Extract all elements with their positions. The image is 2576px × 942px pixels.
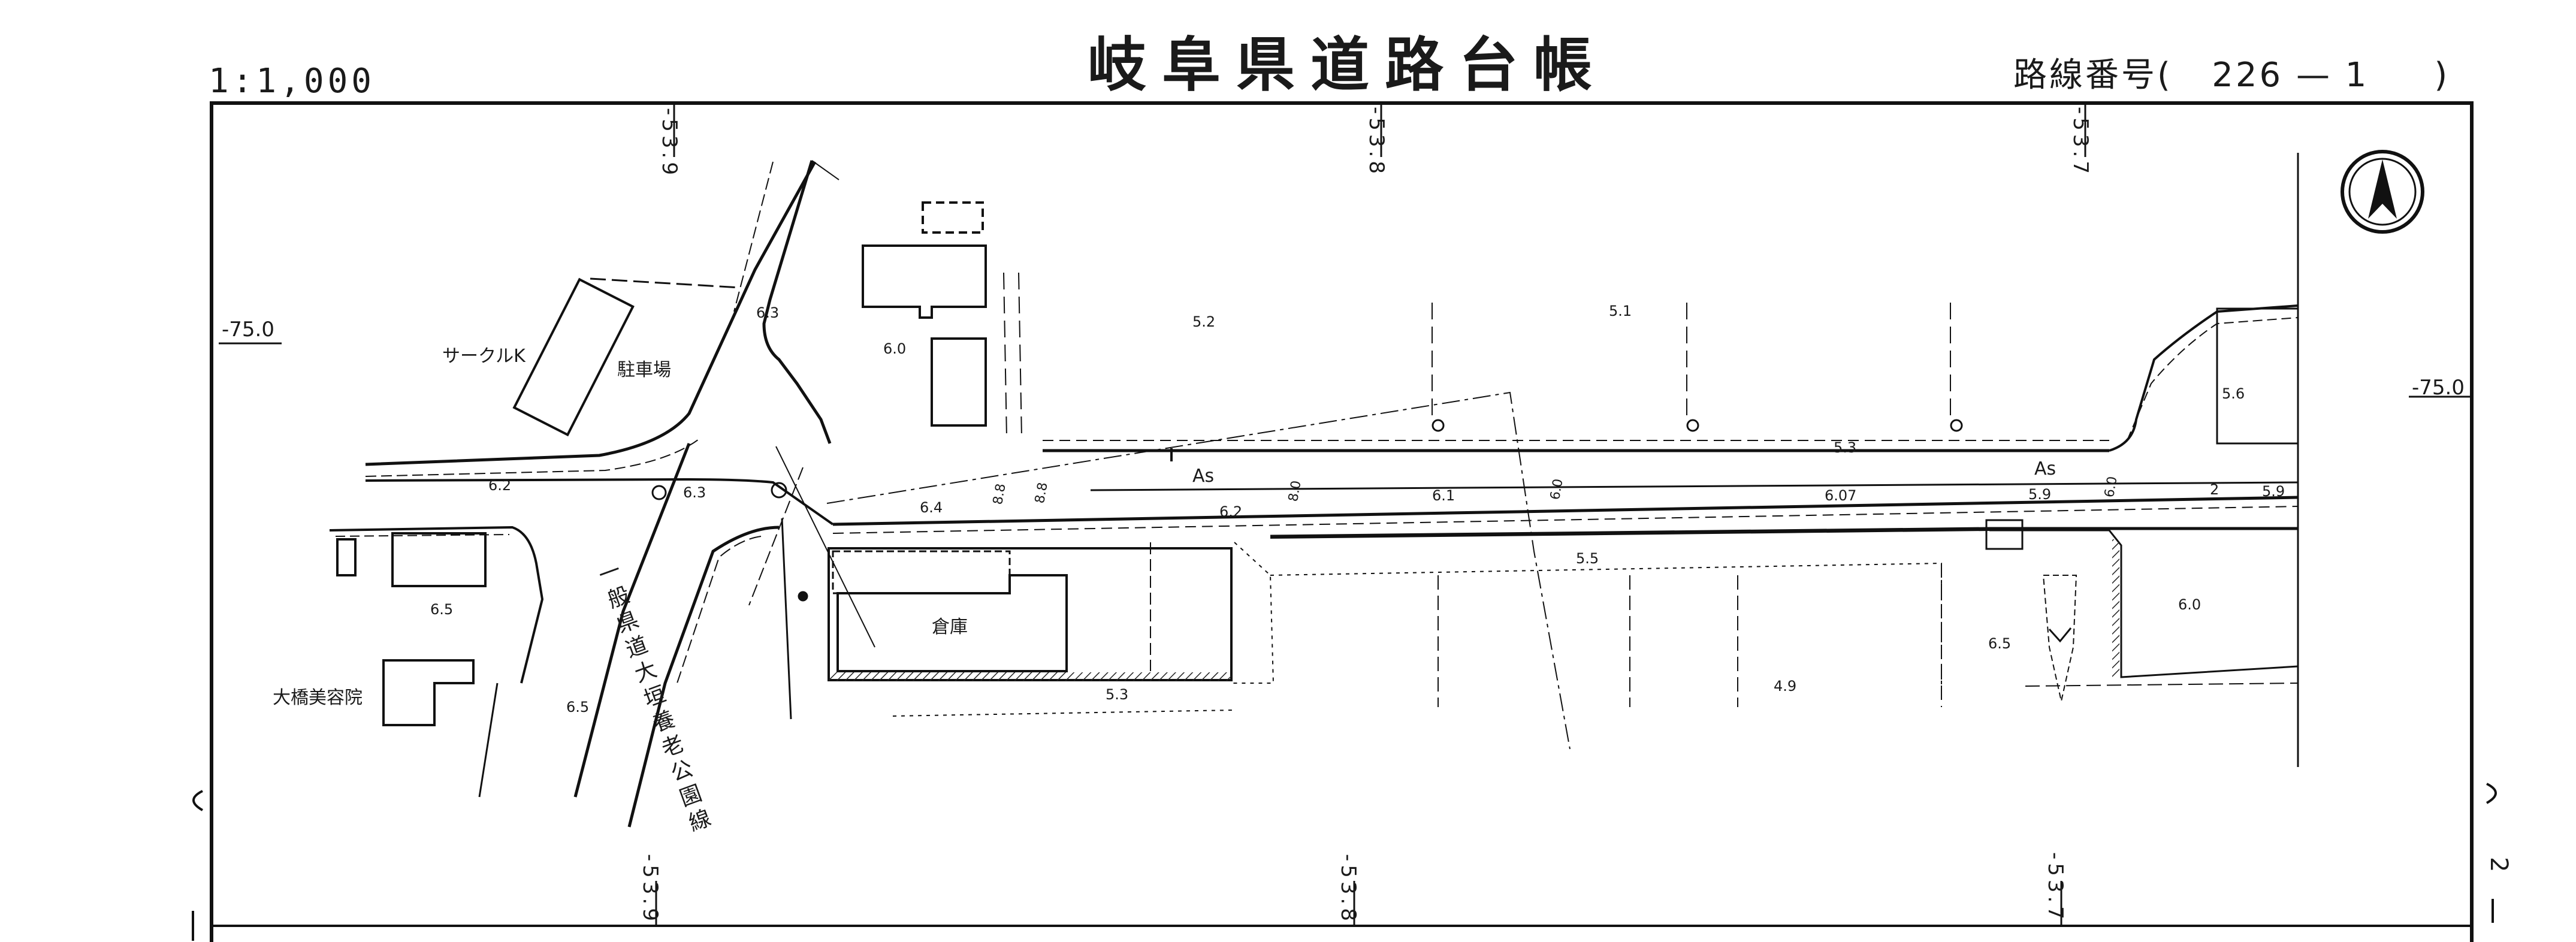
label-parking: 駐車場 (617, 360, 671, 381)
elev-6-2-a: 6.2 (488, 477, 512, 494)
elev-5-2: 5.2 (1192, 313, 1216, 330)
elev-5-6: 5.6 (2222, 385, 2245, 402)
elev-6-5-b: 6.5 (566, 699, 590, 715)
ne-corner-curb-inner (2127, 317, 2299, 441)
section-line-2 (781, 518, 792, 720)
route-label: 路線番号 (2013, 56, 2157, 95)
route-value: 226 — 1 (2212, 56, 2369, 95)
main-road (832, 440, 2299, 539)
left-margin-bracket (192, 790, 204, 811)
parking-fence (590, 277, 741, 289)
map-title: 岐阜県道路台帳 (1088, 31, 1608, 99)
elev-6-1: 6.1 (1432, 487, 1455, 504)
label-warehouse: 倉庫 (932, 617, 968, 638)
se-building (1985, 519, 2299, 702)
south-area-outlines (892, 542, 2299, 717)
grid-bottom-2: -53.8 (1336, 854, 1360, 925)
width-8-0: 8.0 (1286, 479, 1304, 503)
north-arrow-icon (2341, 150, 2424, 234)
elev-5-1: 5.1 (1609, 303, 1632, 319)
elev-6-4: 6.4 (920, 499, 943, 516)
elev-5-3-a: 5.3 (1834, 439, 1857, 456)
elev-5-9-a: 5.9 (2028, 486, 2052, 503)
grid-bottom-1: -53.9 (638, 854, 662, 925)
right-margin-bracket (2486, 783, 2497, 804)
elev-5-3-b: 5.3 (1106, 686, 1129, 703)
elev-6-0-a: 6.0 (883, 340, 907, 357)
grid-top-2: -53.8 (1364, 107, 1388, 177)
width-6-0-a: 6.0 (1548, 478, 1566, 501)
ne-corner-curb (2109, 304, 2299, 452)
map-scale: 1:1,000 (209, 62, 376, 101)
warehouse (828, 542, 1233, 681)
elev-6-3-a: 6.3 (756, 304, 780, 321)
section-line (775, 446, 875, 648)
ne-building (2216, 307, 2299, 445)
label-asphalt-1: As (1192, 466, 1215, 487)
grid-top-1: -53.9 (657, 108, 681, 179)
road-symbols (651, 419, 1963, 602)
crossing-road (478, 160, 839, 828)
label-circle-k: サークルK (442, 346, 526, 367)
route-number: 路線番号( 226 — 1 ) (2013, 56, 2450, 95)
elev-6-2-b: 6.2 (1219, 503, 1243, 520)
grid-ticks (219, 103, 2472, 926)
label-ohashi-salon: 大橋美容院 (273, 687, 363, 708)
elev-5-9-b: 5.9 (2262, 483, 2285, 500)
grid-bottom-3: -53.7 (2043, 852, 2067, 923)
north-parcel-lines (1003, 272, 1951, 438)
grid-left: -75.0 (222, 318, 274, 342)
elev-5-5: 5.5 (1576, 550, 1599, 567)
circle-k-building (512, 277, 635, 437)
boundary-line (826, 391, 1571, 750)
elev-6-3-b: 6.3 (683, 484, 706, 501)
grid-top-3: -53.7 (2068, 107, 2092, 177)
elev-4-9: 4.9 (1774, 678, 1797, 695)
elev-6-5-a: 6.5 (430, 601, 454, 618)
label-asphalt-2: As (2034, 458, 2056, 479)
width-6-0-b: 6.0 (2102, 475, 2121, 499)
width-8-8-b: 8.8 (1032, 481, 1051, 505)
grid-right: -75.0 (2412, 376, 2465, 400)
elev-6-0-b: 6.0 (2178, 596, 2201, 613)
elev-2: 2 (2210, 481, 2219, 498)
width-8-8-a: 8.8 (990, 482, 1009, 506)
west-road (329, 161, 834, 684)
elev-6-07: 6.07 (1825, 487, 1857, 504)
map-frame (210, 101, 2474, 942)
elev-6-5-c: 6.5 (1988, 635, 2012, 652)
building-outlines (336, 201, 987, 726)
sheet-number: 2 (2485, 857, 2512, 876)
